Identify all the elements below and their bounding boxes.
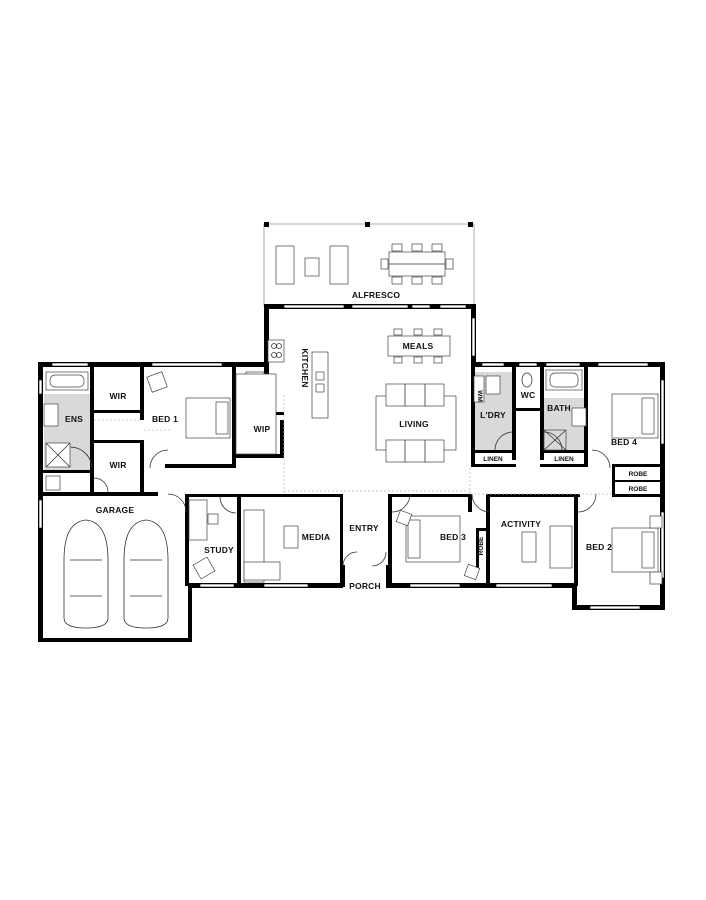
- study-furniture: [188, 499, 219, 580]
- opening-lines: [94, 395, 612, 495]
- wet-area-fixtures: [473, 369, 587, 451]
- label-study: STUDY: [204, 545, 234, 555]
- label-bed1: BED 1: [152, 414, 178, 424]
- label-wm: WM: [476, 390, 483, 402]
- label-robe-1: ROBE: [629, 471, 648, 478]
- label-linen-1: LINEN: [483, 456, 503, 463]
- label-activity: ACTIVITY: [501, 519, 541, 529]
- label-meals: MEALS: [403, 341, 434, 351]
- label-garage: GARAGE: [96, 505, 135, 515]
- label-bed4: BED 4: [611, 437, 637, 447]
- label-wir-1: WIR: [109, 391, 126, 401]
- bed3-furniture: [395, 509, 481, 581]
- ensuite-fixtures: [43, 371, 89, 491]
- media-furniture: [243, 509, 299, 583]
- label-linen-2: LINEN: [554, 456, 574, 463]
- label-ldry: L'DRY: [480, 410, 506, 420]
- exterior-walls: [38, 304, 665, 642]
- label-media: MEDIA: [302, 532, 330, 542]
- label-wir-2: WIR: [109, 460, 126, 470]
- label-porch: PORCH: [349, 581, 381, 591]
- label-living: LIVING: [399, 419, 429, 429]
- label-bed2: BED 2: [586, 542, 612, 552]
- activity-furniture: [521, 525, 573, 569]
- label-wip: WIP: [254, 424, 271, 434]
- garage-cars: [63, 519, 169, 629]
- alfresco-area: [263, 222, 475, 307]
- label-kitchen: KITCHEN: [300, 348, 310, 387]
- meals-table: [387, 328, 451, 364]
- label-wc: WC: [521, 390, 536, 400]
- windows: [38, 304, 665, 610]
- bed1-furniture: [146, 371, 277, 455]
- label-bed3: BED 3: [440, 532, 466, 542]
- label-alfresco: ALFRESCO: [352, 290, 401, 300]
- label-bath: BATH: [547, 403, 571, 413]
- label-entry: ENTRY: [349, 523, 379, 533]
- doors: [69, 431, 611, 567]
- label-robe-bed3: ROBE: [478, 536, 485, 555]
- living-furniture: [375, 383, 457, 463]
- label-robe-2: ROBE: [629, 486, 648, 493]
- bed2-furniture: [611, 515, 663, 585]
- bed4-furniture: [611, 393, 659, 439]
- room-labels: ALFRESCO MEALS KITCHEN LIVING WIP ENS WI…: [65, 290, 648, 591]
- label-ens: ENS: [65, 414, 83, 424]
